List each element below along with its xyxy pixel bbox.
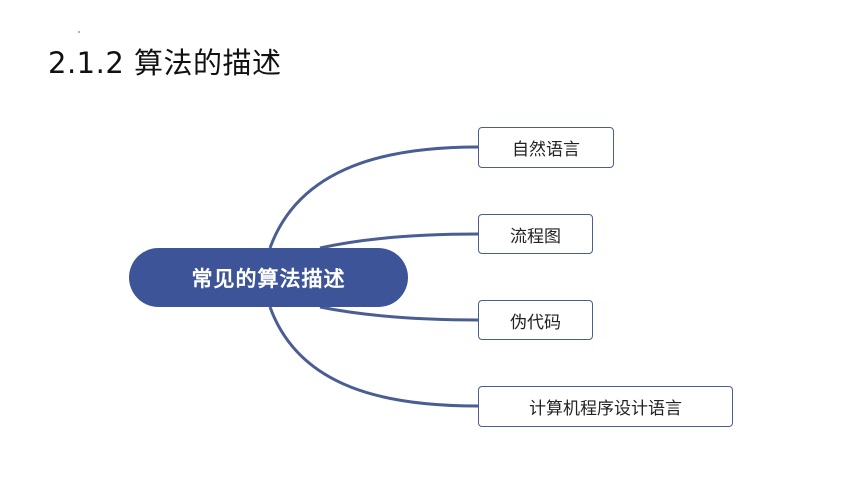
connector-flowchart [319, 232, 479, 250]
decorative-dot [78, 31, 80, 33]
slide-title: 2.1.2 算法的描述 [48, 46, 282, 80]
connector-pseudocode [319, 305, 479, 322]
connector-programming-language [268, 306, 479, 408]
branch-programming-language: 计算机程序设计语言 [478, 386, 733, 427]
connector-natural-language [268, 145, 479, 249]
branch-pseudocode: 伪代码 [478, 300, 593, 340]
branch-flowchart: 流程图 [478, 214, 593, 254]
branch-natural-language: 自然语言 [478, 127, 614, 168]
mindmap-root-node: 常见的算法描述 [129, 248, 408, 307]
